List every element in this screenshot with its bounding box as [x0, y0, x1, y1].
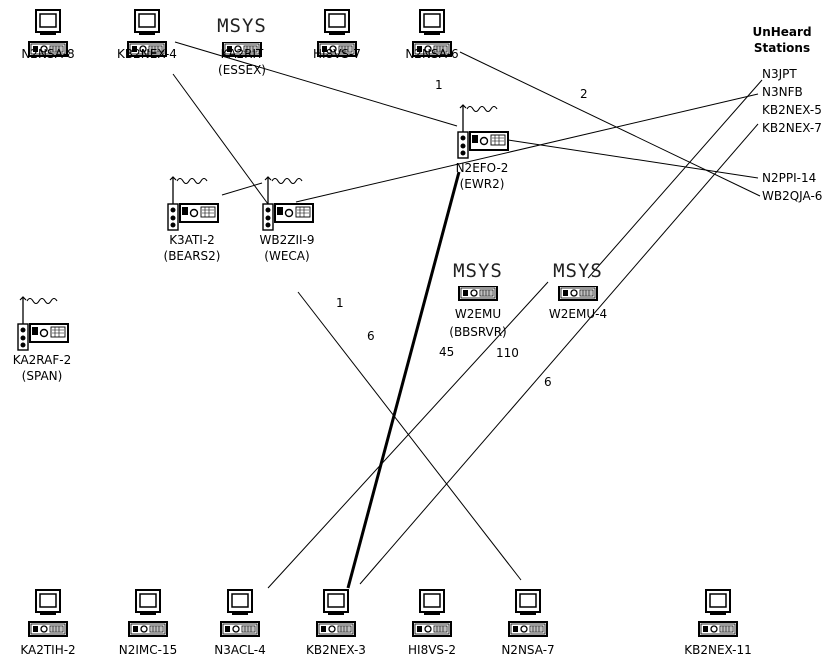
link-label: 6 [367, 329, 375, 343]
link-w2emu4-n3jpt [587, 79, 763, 279]
node-label: WB2ZII-9 [259, 233, 315, 247]
link-label: 110 [496, 346, 519, 360]
unheard-station[interactable]: WB2QJA-6 [762, 189, 823, 203]
msys-badge: MSYS [217, 15, 267, 36]
unheard-station[interactable]: N2PPI-14 [762, 171, 817, 185]
radio-station-icon [167, 176, 219, 231]
link-label: 6 [544, 375, 552, 389]
link-label: 2 [580, 87, 588, 101]
link-kb2nex3-n2efo2 [346, 171, 461, 589]
link-n2nsa6-wb2qja6 [459, 51, 761, 197]
node-label: N2NSA-6 [405, 47, 459, 61]
svg-text:MSYS: MSYS [553, 260, 603, 282]
unheard-station[interactable]: KB2NEX-7 [762, 121, 822, 135]
radio-station-icon [262, 176, 314, 231]
link-wb2zii9-n3nfb [295, 93, 759, 203]
computer-icon [412, 589, 452, 637]
computer-icon [317, 9, 357, 57]
radio-unit-icon [458, 286, 498, 301]
node-label: HI8VS-2 [408, 643, 456, 657]
link-kb2nex4-wb2zii9 [172, 73, 269, 205]
node-label: N2NSA-8 [21, 47, 75, 61]
node-sublabel: (ESSEX) [218, 63, 266, 77]
node-sublabel: (BEARS2) [163, 249, 221, 263]
node-label: KA2RAF-2 [12, 353, 72, 367]
link-label: 45 [439, 345, 455, 359]
unheard-station[interactable]: KB2NEX-5 [762, 103, 822, 117]
node-label: W2EMU [454, 307, 502, 321]
node-label: K3ATI-2 [169, 233, 215, 247]
node-label: KB2NEX-11 [684, 643, 752, 657]
unheard-station[interactable]: N3NFB [762, 85, 803, 99]
unheard-station[interactable]: N3JPT [762, 67, 797, 81]
radio-unit-icon [558, 286, 598, 301]
node-sublabel: (WECA) [264, 249, 310, 263]
node-label: N2IMC-15 [118, 643, 178, 657]
node-label: N2EFO-2 [455, 161, 509, 175]
link-k3ati2-wb2zii9 [221, 182, 263, 196]
computer-icon [508, 589, 548, 637]
node-label: W2EMU-4 [548, 307, 608, 321]
radio-unit-icon [222, 42, 262, 57]
computer-icon [128, 589, 168, 637]
link-kb2nex3-kb2nex7 [359, 123, 759, 585]
computer-icon [127, 9, 167, 57]
svg-text:MSYS: MSYS [453, 260, 503, 282]
unheard-stations-title: UnHeard Stations [752, 25, 812, 55]
computer-icon [28, 589, 68, 637]
node-label: HI8VS-7 [313, 47, 361, 61]
svg-text:MSYS: MSYS [217, 15, 267, 36]
link-wb2zii9-n2nsa7 [297, 291, 522, 581]
node-label: N3ACL-4 [214, 643, 266, 657]
radio-station-icon [17, 296, 69, 351]
msys-badge: MSYS [453, 260, 503, 282]
computer-icon [698, 589, 738, 637]
node-label: N2NSA-7 [501, 643, 555, 657]
node-label: KB2NEX-3 [306, 643, 366, 657]
node-label: KA2RIT [220, 47, 264, 61]
link-label: 1 [435, 78, 443, 92]
node-sublabel: (SPAN) [21, 369, 63, 383]
node-sublabel: (EWR2) [459, 177, 505, 191]
computer-icon [28, 9, 68, 57]
computer-icon [316, 589, 356, 637]
node-sublabel: (BBSRVR) [449, 325, 507, 339]
node-label: KA2TIH-2 [20, 643, 76, 657]
link-label: 1 [336, 296, 344, 310]
link-n2efo2-n2ppi14 [507, 139, 759, 179]
msys-badge: MSYS [553, 260, 603, 282]
radio-station-icon [457, 104, 509, 159]
computer-icon [220, 589, 260, 637]
node-label: KB2NEX-4 [117, 47, 177, 61]
link-n3acl4-w2emu4 [267, 281, 549, 589]
computer-icon [412, 9, 452, 57]
